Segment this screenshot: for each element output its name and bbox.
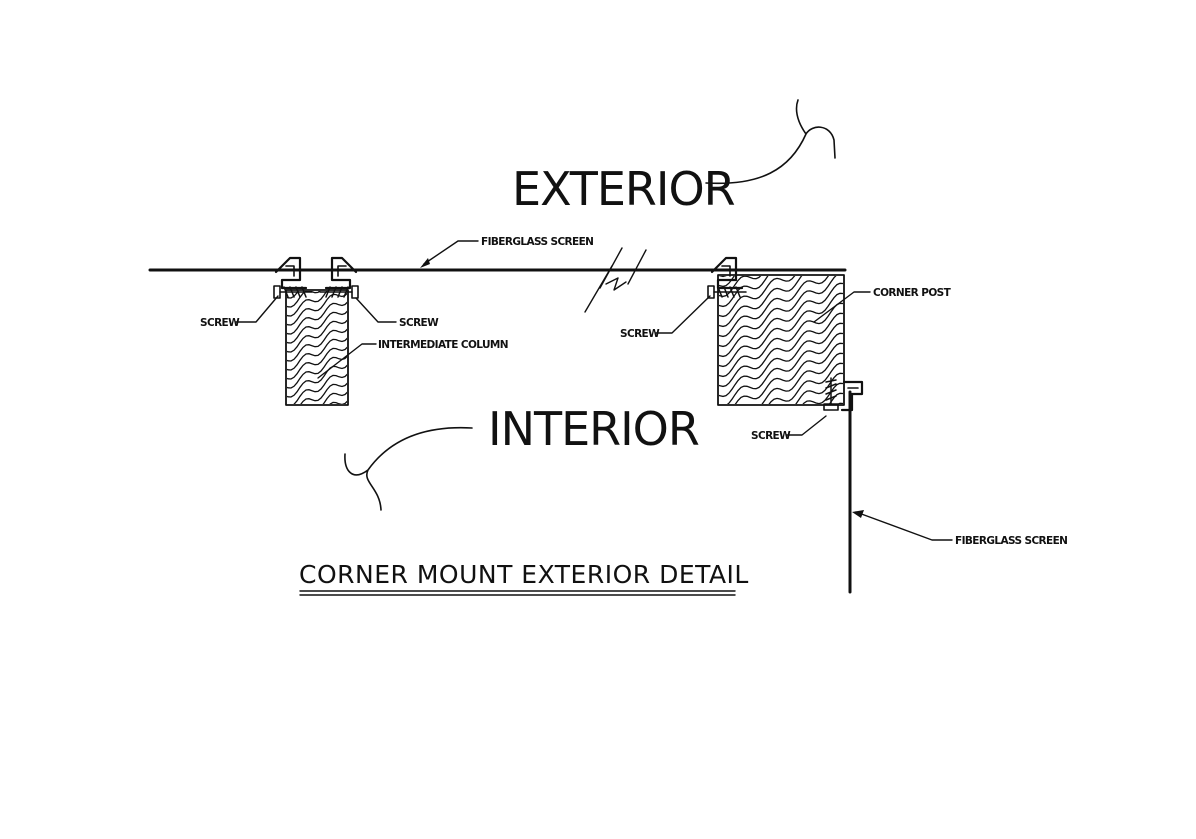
mount-clip-left-1 <box>274 256 308 290</box>
wood-grain-line <box>719 322 843 398</box>
leader-screw-1 <box>235 295 279 323</box>
wood-grain-line <box>276 245 357 291</box>
arrow-fiberglass-top <box>420 258 430 268</box>
exterior-swoosh <box>705 99 836 185</box>
leader-screw-4 <box>785 415 827 436</box>
interior-swoosh <box>344 426 473 511</box>
leader-fiberglass-side <box>855 511 953 541</box>
wood-grain-line <box>708 413 852 486</box>
fiberglass-screen-top-label: FIBERGLASS SCREEN <box>481 236 593 248</box>
corner-post-label: CORNER POST <box>873 287 952 299</box>
intermediate-column-label: INTERMEDIATE COLUMN <box>378 339 508 351</box>
wood-grain-line <box>293 373 347 404</box>
wood-grain-line <box>719 276 796 318</box>
wood-grain-line <box>719 282 843 358</box>
wood-grain-line <box>287 319 347 353</box>
intermediate-column <box>276 245 357 453</box>
wood-grain-line <box>761 352 843 404</box>
leader-fiberglass-top <box>423 240 479 265</box>
screw-left-2 <box>319 285 359 299</box>
screw-label-4: SCREW <box>751 430 791 442</box>
wood-grain-line <box>287 291 328 317</box>
wood-grain-line <box>726 332 843 404</box>
leader-corner-post <box>813 291 871 323</box>
wood-grain-line <box>287 346 347 380</box>
wood-grain-line <box>719 276 803 328</box>
wood-grain-line <box>719 276 830 338</box>
leader-intermediate-column <box>317 343 377 379</box>
wood-grain-line <box>329 400 347 404</box>
wood-grain-line <box>719 276 762 298</box>
wood-grain-line <box>287 292 347 326</box>
screw-corner-side <box>823 377 839 411</box>
break-symbol <box>584 247 647 313</box>
leader-screw-3 <box>655 295 711 334</box>
corner-post <box>708 274 852 486</box>
screw-label-1: SCREW <box>200 317 240 329</box>
screw-label-2: SCREW <box>399 317 439 329</box>
mount-clip-left-2 <box>324 256 358 290</box>
wood-grain-line <box>287 291 299 299</box>
wood-grain-line <box>719 276 769 308</box>
interior-label: INTERIOR <box>488 402 699 456</box>
wood-grain-line <box>287 364 347 398</box>
mount-clip-corner-top <box>710 256 744 290</box>
wood-grain-line <box>287 310 347 344</box>
wood-grain-line <box>719 292 843 368</box>
wood-grain-line <box>719 302 843 378</box>
screw-label-3: SCREW <box>620 328 660 340</box>
arrow-fiberglass-side <box>852 510 864 518</box>
wood-grain-line <box>287 337 347 371</box>
wood-grain-line <box>768 362 843 404</box>
drawing-title: CORNER MOUNT EXTERIOR DETAIL <box>299 560 749 589</box>
wood-grain-line <box>276 407 357 453</box>
wood-grain-line <box>719 312 843 388</box>
mount-clip-corner-side <box>840 380 864 412</box>
wood-grain-line <box>300 382 347 404</box>
wood-grain-line <box>719 276 837 348</box>
wood-grain-line <box>287 291 321 308</box>
screw-corner-top <box>707 285 747 299</box>
wood-grain-line <box>322 391 347 404</box>
wood-grain-line <box>287 328 347 362</box>
wood-grain-line <box>802 382 843 404</box>
wood-grain-line <box>287 301 347 335</box>
exterior-label: EXTERIOR <box>512 162 735 216</box>
wood-grain-line <box>734 342 843 404</box>
leader-screw-2 <box>355 297 397 323</box>
fiberglass-screen-side-label: FIBERGLASS SCREEN <box>955 535 1067 547</box>
